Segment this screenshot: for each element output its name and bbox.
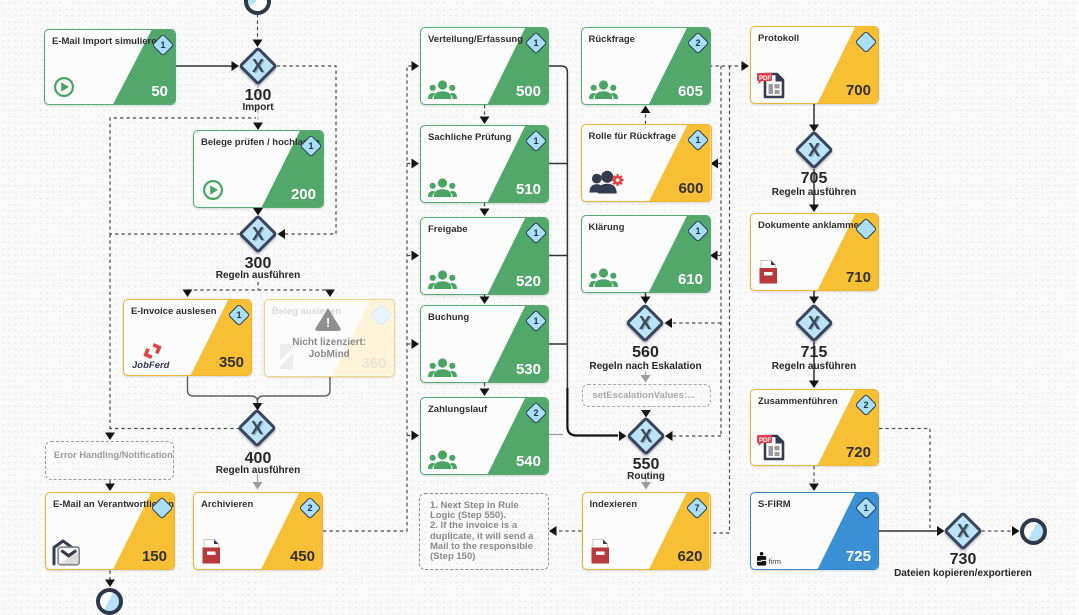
svg-text:firm: firm — [769, 557, 782, 566]
svg-text:PDF: PDF — [759, 438, 771, 444]
svg-text:PDF: PDF — [759, 76, 771, 82]
svg-text:JobFerd: JobFerd — [132, 360, 170, 370]
